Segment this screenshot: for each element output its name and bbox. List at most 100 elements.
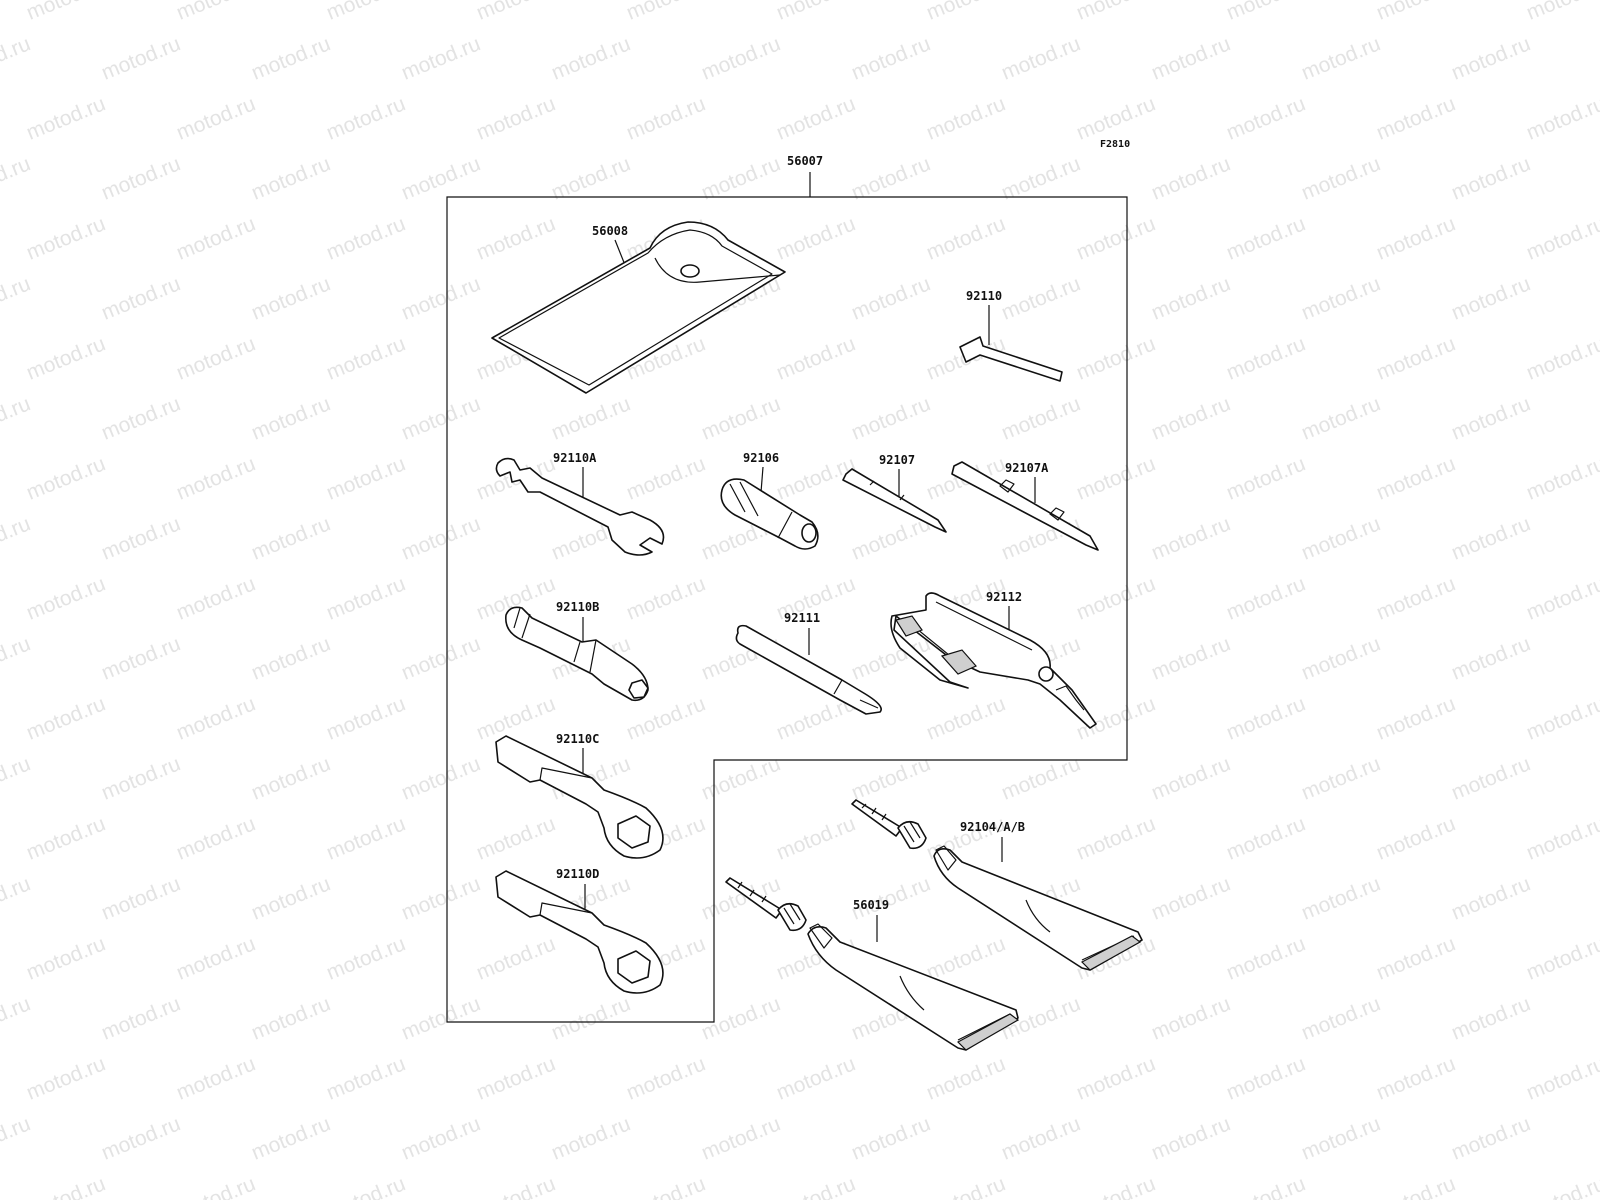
watermark-text: motod.ru <box>248 992 333 1044</box>
label-92110D: 92110D <box>556 867 599 881</box>
watermark-text: motod.ru <box>548 32 633 84</box>
watermark-text: motod.ru <box>173 932 258 984</box>
watermark-text: motod.ru <box>0 272 34 324</box>
part-92110B[interactable]: 92110B <box>505 600 649 702</box>
part-56008[interactable]: 56008 <box>491 221 786 394</box>
watermark-text: motod.ru <box>1523 1172 1600 1200</box>
watermark-text: motod.ru <box>1523 932 1600 984</box>
watermark-text: motod.ru <box>98 1112 183 1164</box>
leader-56008 <box>614 239 626 266</box>
watermark-text: motod.ru <box>248 632 333 684</box>
hex-socket-icon <box>628 679 649 699</box>
watermark-text: motod.ru <box>173 212 258 264</box>
watermark-text: motod.ru <box>98 152 183 204</box>
part-92111[interactable]: 92111 <box>735 611 882 715</box>
watermark-text: motod.ru <box>1073 212 1158 264</box>
watermark-text: motod.ru <box>473 92 558 144</box>
label-92110C: 92110C <box>556 732 599 746</box>
watermark-text: motod.ru <box>398 32 483 84</box>
part-92107A[interactable]: 92107A <box>951 461 1099 551</box>
watermark-text: motod.ru <box>1223 452 1308 504</box>
watermark-text: motod.ru <box>473 812 558 864</box>
watermark-text: motod.ru <box>998 392 1083 444</box>
watermark-text: motod.ru <box>248 752 333 804</box>
pliers-icon <box>890 592 1097 729</box>
watermark-text: motod.ru <box>1373 452 1458 504</box>
watermark-text: motod.ru <box>323 452 408 504</box>
watermark-text: motod.ru <box>398 512 483 564</box>
watermark-text: motod.ru <box>323 332 408 384</box>
watermark-text: motod.ru <box>398 392 483 444</box>
watermark-text: motod.ru <box>848 392 933 444</box>
watermark-text: motod.ru <box>98 752 183 804</box>
watermark-text: motod.ru <box>1448 632 1533 684</box>
watermark-text: motod.ru <box>398 272 483 324</box>
watermark-text: motod.ru <box>698 32 783 84</box>
part-92110D[interactable]: 92110D <box>495 867 664 994</box>
watermark-text: motod.ru <box>1073 92 1158 144</box>
watermark-text: motod.ru <box>1448 152 1533 204</box>
watermark-text: motod.ru <box>623 572 708 624</box>
watermark-text: motod.ru <box>998 32 1083 84</box>
watermark-text: motod.ru <box>1448 392 1533 444</box>
watermark-text: motod.ru <box>1448 512 1533 564</box>
watermark-text: motod.ru <box>1223 812 1308 864</box>
watermark-text: motod.ru <box>1223 932 1308 984</box>
part-92110[interactable]: 92110 <box>959 289 1063 382</box>
watermark-text: motod.ru <box>1373 932 1458 984</box>
watermark-text: motod.ru <box>1523 452 1600 504</box>
watermark-text: motod.ru <box>323 1052 408 1104</box>
label-92106: 92106 <box>743 451 779 465</box>
watermark-text: motod.ru <box>698 872 783 924</box>
watermark-text: motod.ru <box>773 92 858 144</box>
label-92110A: 92110A <box>553 451 597 465</box>
watermark-text: motod.ru <box>998 1112 1083 1164</box>
watermark-text: motod.ru <box>98 32 183 84</box>
watermark-text: motod.ru <box>1148 512 1233 564</box>
watermark-text: motod.ru <box>1148 752 1233 804</box>
watermark-text: motod.ru <box>1298 872 1383 924</box>
watermark-text: motod.ru <box>698 392 783 444</box>
watermark-text: motod.ru <box>1148 992 1233 1044</box>
watermark-text: motod.ru <box>248 512 333 564</box>
watermark-text: motod.ru <box>323 92 408 144</box>
watermark-text: motod.ru <box>173 452 258 504</box>
part-92104AB[interactable]: 92104/A/B <box>851 799 1143 971</box>
watermark-text: motod.ru <box>323 812 408 864</box>
watermark-text: motod.ru <box>473 212 558 264</box>
watermark-text: motod.ru <box>323 932 408 984</box>
watermark-text: motod.ru <box>1298 32 1383 84</box>
watermark-text: motod.ru <box>23 212 108 264</box>
watermark-text: motod.ru <box>248 872 333 924</box>
label-92110B: 92110B <box>556 600 599 614</box>
label-92104AB: 92104/A/B <box>960 820 1025 834</box>
watermark-text: motod.ru <box>1373 92 1458 144</box>
watermark-text: motod.ru <box>1298 752 1383 804</box>
watermark-text: motod.ru <box>623 1172 708 1200</box>
part-56019[interactable]: 56019 <box>725 877 1020 1051</box>
watermark-text: motod.ru <box>848 32 933 84</box>
watermark-text: motod.ru <box>0 392 34 444</box>
watermark-text: motod.ru <box>0 632 34 684</box>
pouch-icon <box>491 221 786 394</box>
watermark-text: motod.ru <box>173 0 258 25</box>
watermark-text: motod.ru <box>173 692 258 744</box>
part-92106[interactable]: 92106 <box>720 451 819 550</box>
part-92110A[interactable]: 92110A <box>495 451 665 556</box>
part-92107[interactable]: 92107 <box>842 453 947 533</box>
watermark-text: motod.ru <box>23 332 108 384</box>
watermark-text: motod.ru <box>323 1172 408 1200</box>
watermark-text: motod.ru <box>623 92 708 144</box>
watermark-text: motod.ru <box>1223 692 1308 744</box>
watermark-text: motod.ru <box>1448 272 1533 324</box>
watermark-text: motod.ru <box>23 692 108 744</box>
watermark-text: motod.ru <box>923 212 1008 264</box>
watermark-text: motod.ru <box>0 992 34 1044</box>
watermark-text: motod.ru <box>1373 0 1458 25</box>
part-92110C[interactable]: 92110C <box>495 732 664 859</box>
part-92112[interactable]: 92112 <box>890 590 1097 729</box>
hex-ring-d-icon <box>617 950 651 984</box>
watermark-text: motod.ru <box>773 1172 858 1200</box>
watermark-text: motod.ru <box>173 332 258 384</box>
